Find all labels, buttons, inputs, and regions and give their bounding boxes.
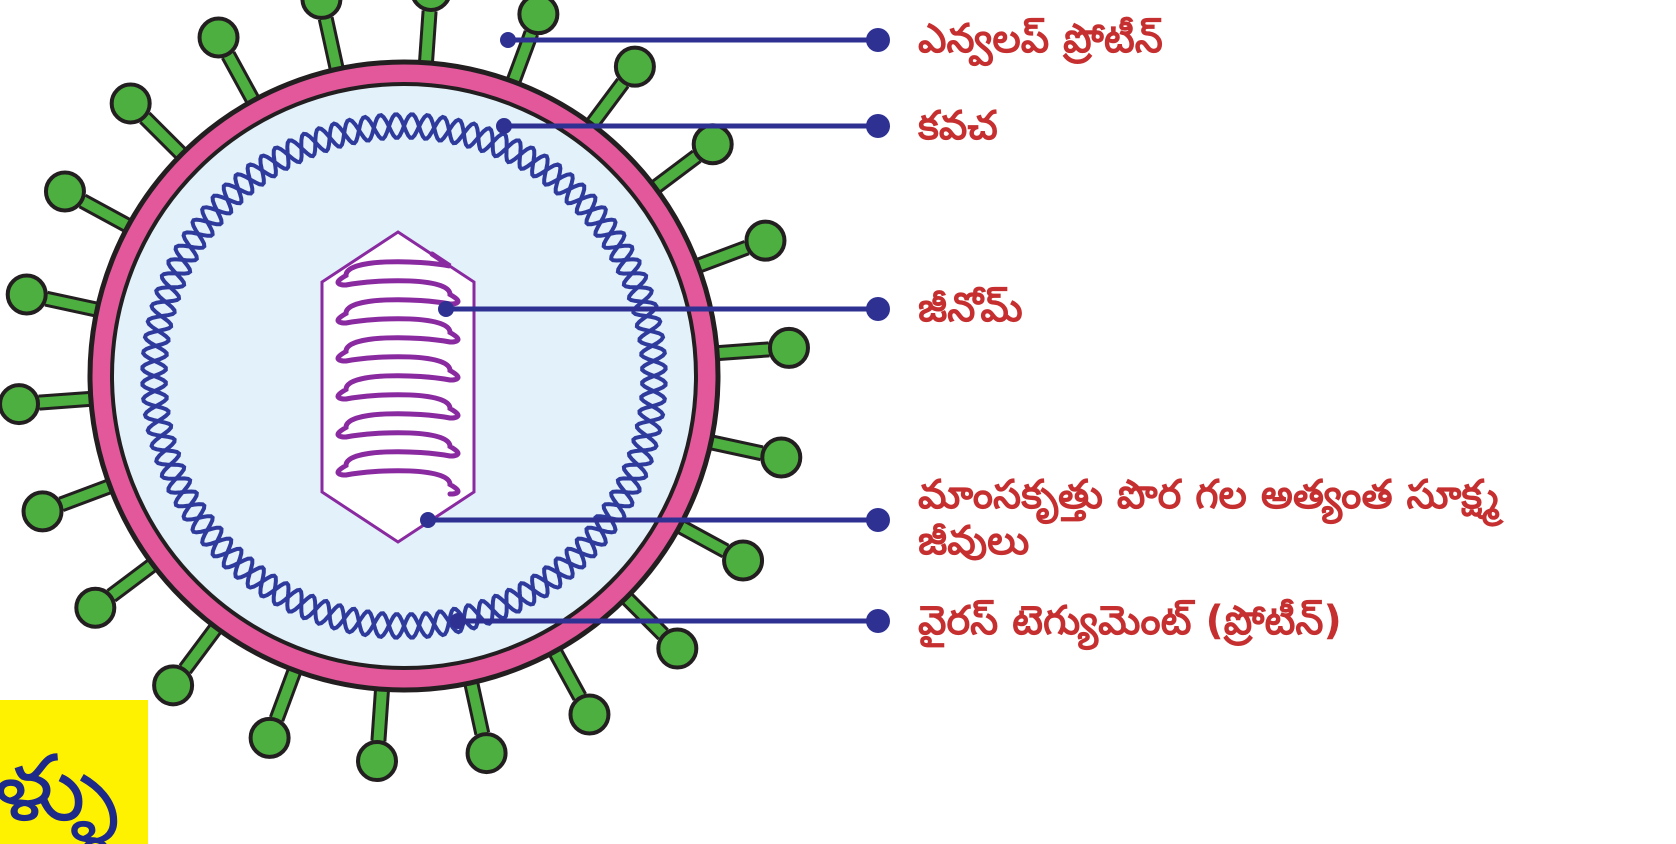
leader-dot-capsid [496,118,512,134]
label-envelope-protein: ఎన్వలప్ ప్రోటీన్ [918,16,1163,62]
leader-dot-tegument [450,613,466,629]
label-genome: జీనోమ్ [918,285,1023,331]
spike-knob [0,385,38,423]
leader-dot-genome [438,301,454,317]
corner-tag: ళ్ళు [0,700,148,844]
spike-knob [112,84,150,122]
spike-knob [200,18,238,56]
spike-knob [746,222,784,260]
label-core: మాంసకృత్తు పొర గల అత్యంత సూక్ష్మ జీవులు [918,472,1568,564]
label-capsid: కవచ [918,103,998,149]
spike-knob [154,666,192,704]
label-dot-genome [866,297,890,321]
spike-knob [724,542,762,580]
spike-knob [694,125,732,163]
spike-knob [302,0,340,18]
spike-knob [358,742,396,780]
label-dot-capsid [866,114,890,138]
leader-dot-core [420,512,436,528]
spike-knob [658,630,696,668]
spike-knob [770,329,808,367]
spike-knob [8,275,46,313]
spike-knob [762,439,800,477]
spike-knob [46,172,84,210]
label-tegument: వైరస్ టెగ్యుమెంట్ (ప్రోటీన్) [918,598,1342,644]
spike-knob [468,734,506,772]
label-dot-tegument [866,609,890,633]
spike-knob [76,589,114,627]
spike-knob [519,0,557,33]
corner-tag-text: ళ్ళు [0,734,119,844]
label-dot-core [866,508,890,532]
spike-knob [412,0,450,10]
spike-knob [616,48,654,86]
spike-knob [24,492,62,530]
label-dot-envelope-protein [866,28,890,52]
spike-knob [570,696,608,734]
spike-knob [251,719,289,757]
leader-dot-envelope-protein [500,32,516,48]
